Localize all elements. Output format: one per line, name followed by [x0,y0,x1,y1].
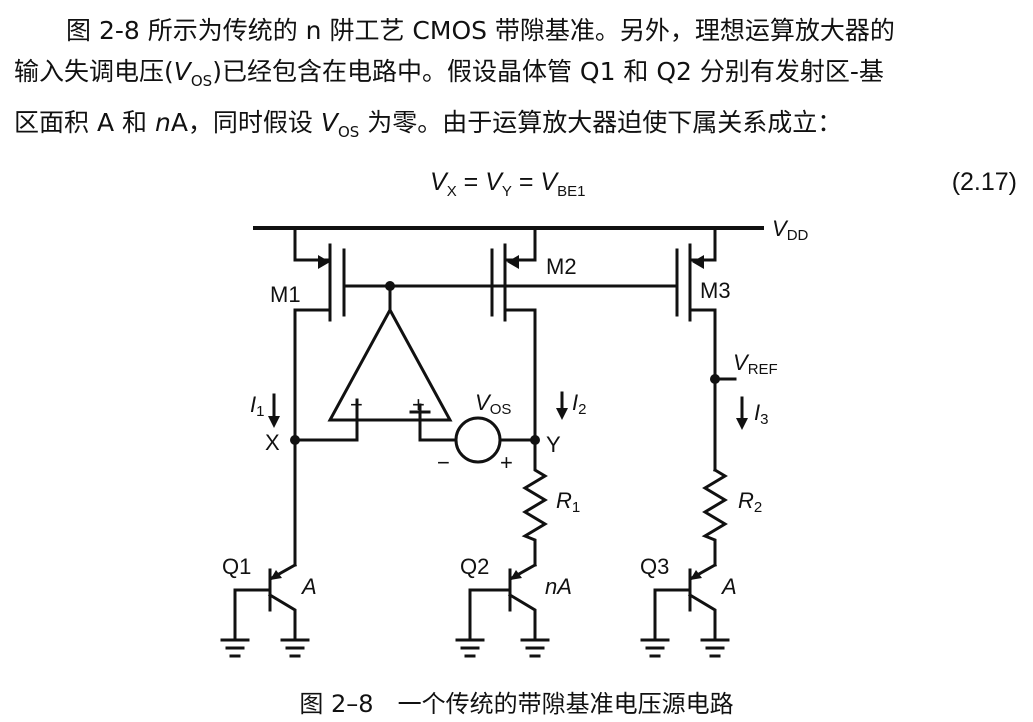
label-r2: R2 [738,488,762,516]
circuit-schematic: VDD M1 M2 M3 VREF I1 I2 I3 X Y − + VOS −… [220,216,809,658]
label-q2: Q2 [460,554,489,579]
bjt-q3 [640,543,730,658]
label-i3: I3 [754,400,768,428]
text: 输入失调电压( [14,57,174,86]
equation-body: VX = VY = VBE1 [430,168,585,200]
label-vdd: VDD [772,216,809,244]
label-r1: R1 [556,488,580,516]
vos-symbol: V [320,108,338,137]
equation-2-17: VX = VY = VBE1 (2.17) [0,168,1033,204]
resistor-r2 [701,467,728,547]
label-i1: I1 [250,392,264,420]
equals: = [511,168,541,196]
label-q3: Q3 [640,554,669,579]
equation-number: (2.17) [951,168,1017,196]
vbe-sub: BE1 [557,183,586,200]
vos-symbol: V [173,57,191,86]
text: 为零。由于运算放大器迫使下属关系成立： [359,108,843,137]
vbe-symbol: V [540,168,558,196]
label-i2: I2 [572,390,586,418]
label-vref: VREF [733,350,778,378]
n-symbol: n [154,108,171,137]
text: A，同时假设 [170,108,321,137]
equals: = [456,168,486,196]
figure-caption: 图 2–8 一个传统的带隙基准电压源电路 [299,690,734,718]
vos-subscript: OS [190,72,213,90]
opamp-symbol [327,306,453,422]
label-m3: M3 [700,278,731,303]
label-m1: M1 [270,282,301,307]
label-m2: M2 [546,254,577,279]
pmos-m2 [490,226,537,442]
label-q1: Q1 [222,554,251,579]
label-area-q3: A [720,574,737,599]
label-area-q1: A [300,574,317,599]
text: )已经包含在电路中。假设晶体管 Q1 和 Q2 分别有发射区-基 [212,57,884,86]
resistor-r1 [521,438,548,547]
paragraph-line-1: 图 2-8 所示为传统的 n 阱工艺 CMOS 带隙基准。另外，理想运算放大器的 [66,16,895,45]
pmos-m3 [675,226,717,472]
text: 区面积 A 和 [14,108,155,137]
paragraph-line-3: 区面积 A 和 nA，同时假设 VOS 为零。由于运算放大器迫使下属关系成立： [14,102,1019,153]
vos-minus-label: − [437,450,450,475]
label-area-q2: nA [545,574,572,599]
paragraph-line-2: 输入失调电压(VOS)已经包含在电路中。假设晶体管 Q1 和 Q2 分别有发射区… [14,51,1019,102]
current-arrows [268,391,748,430]
vos-plus-label: + [500,450,513,475]
pmos-m1 [293,226,346,440]
label-y: Y [546,432,561,457]
bjt-q2 [455,543,550,658]
label-vos: VOS [475,390,511,418]
vx-sub: X [446,183,457,200]
vos-subscript: OS [337,123,360,141]
body-paragraph: 图 2-8 所示为传统的 n 阱工艺 CMOS 带隙基准。另外，理想运算放大器的… [14,10,1019,153]
vx-symbol: V [430,168,447,196]
vy-sub: Y [501,183,512,200]
vy-symbol: V [485,168,502,196]
label-x: X [265,430,280,455]
vos-source [454,416,502,464]
bjt-q1 [220,438,310,658]
opamp-minus-label: − [350,392,363,417]
bandgap-circuit-figure: VDD M1 M2 M3 VREF I1 I2 I3 X Y − + VOS −… [0,200,1033,688]
opamp-plus-label: + [412,392,425,417]
